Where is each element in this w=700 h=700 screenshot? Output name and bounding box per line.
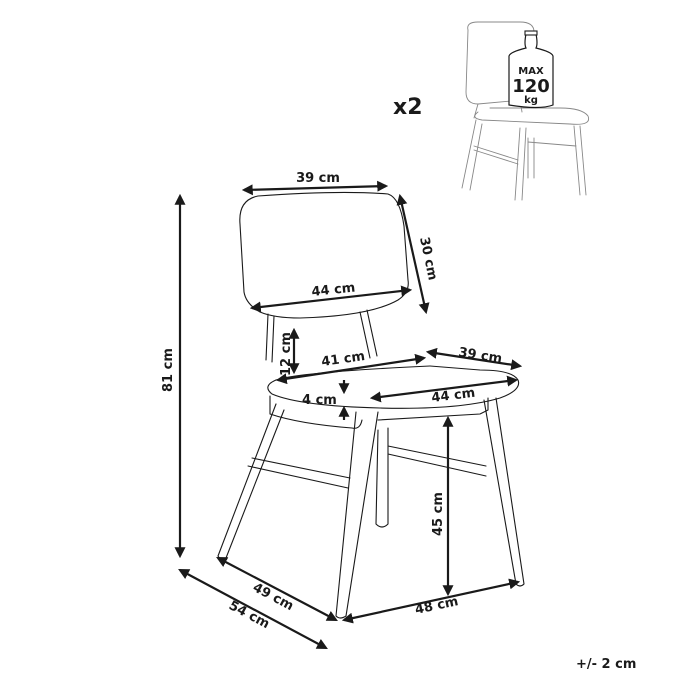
dim-leg-front-width: 48 cm — [414, 594, 460, 618]
dim-backrest-bottom-width: 44 cm — [311, 280, 356, 300]
quantity-label: x2 — [393, 95, 423, 120]
dim-total-depth: 54 cm — [226, 598, 272, 632]
dim-backrest-top-width: 39 cm — [296, 171, 340, 186]
dim-backrest-gap: 12 cm — [279, 332, 294, 376]
dim-seat-thickness: 4 cm — [302, 393, 337, 408]
dim-total-height: 81 cm — [161, 348, 176, 392]
tolerance-note: +/- 2 cm — [576, 657, 636, 672]
weight-icon — [508, 30, 554, 109]
chair-outline — [217, 191, 525, 619]
dim-backrest-height: 30 cm — [416, 236, 440, 282]
dim-seat-front-width: 44 cm — [431, 386, 476, 406]
max-label: MAX — [518, 66, 544, 77]
reference-chair-illustration — [461, 21, 590, 201]
dim-leg-side-depth: 49 cm — [250, 580, 296, 614]
dim-seat-depth: 41 cm — [320, 349, 366, 370]
dim-seat-back-width: 39 cm — [457, 345, 503, 367]
dimension-arrows — [174, 180, 523, 650]
max-load-unit: kg — [524, 95, 538, 106]
dim-seat-height: 45 cm — [431, 492, 446, 536]
max-load-value: 120 — [512, 76, 550, 97]
